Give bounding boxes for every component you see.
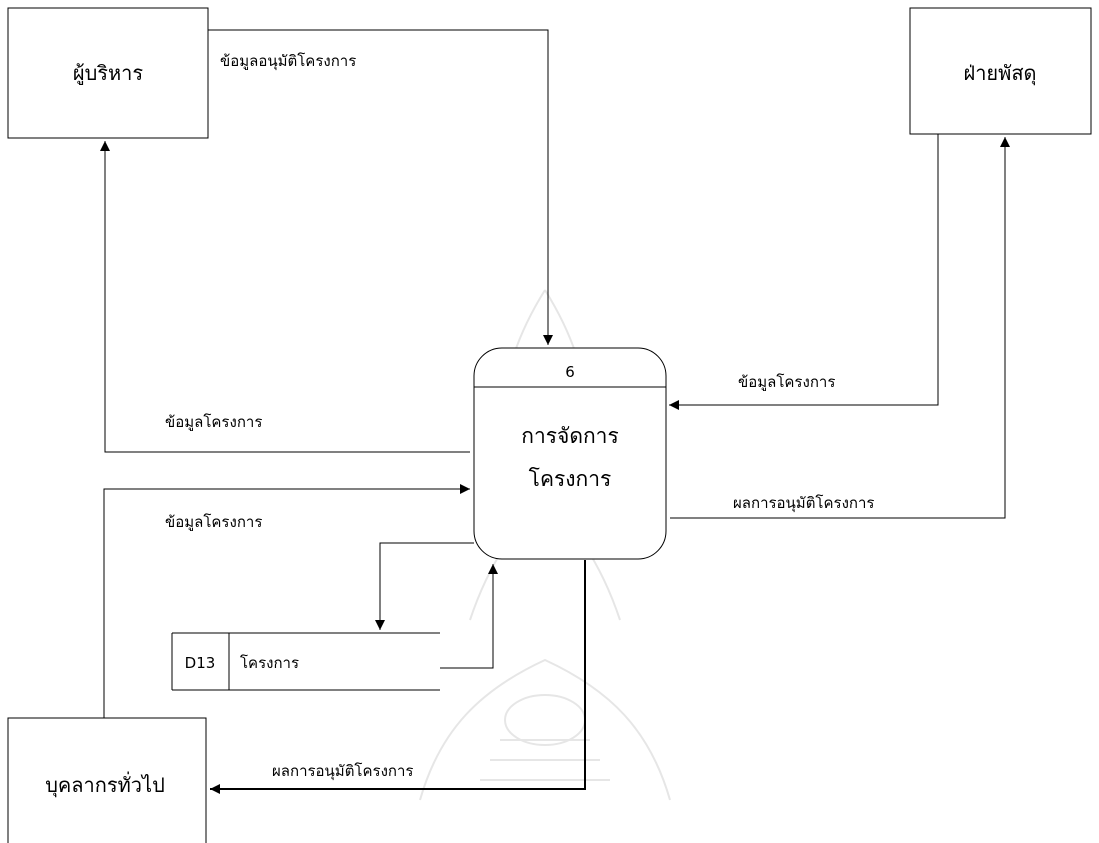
flow-process-to-staff-label: ผลการอนุมัติโครงการ xyxy=(272,762,413,781)
flow-exec-to-process: ข้อมูลอนุมัติโครงการ xyxy=(208,29,553,345)
flow-supplies-to-process-label: ข้อมูลโครงการ xyxy=(738,373,835,391)
flow-process-to-supplies: ผลการอนุมัติโครงการ xyxy=(670,137,1010,519)
flow-staff-to-process: ข้อมูลโครงการ xyxy=(103,484,470,718)
entity-general-staff-label: บุคลากรทั่วไป xyxy=(45,771,165,798)
entity-executives: ผู้บริหาร xyxy=(7,7,209,139)
entity-general-staff: บุคลากรทั่วไป xyxy=(7,717,207,843)
process-name-line1: การจัดการ xyxy=(521,424,619,448)
process-number: 6 xyxy=(565,363,575,381)
flow-process-to-datastore xyxy=(375,542,474,630)
flow-supplies-to-process: ข้อมูลโครงการ xyxy=(669,134,939,410)
flow-process-to-supplies-label: ผลการอนุมัติโครงการ xyxy=(733,494,874,513)
flow-exec-to-process-label: ข้อมูลอนุมัติโครงการ xyxy=(220,52,356,71)
datastore-id: D13 xyxy=(185,654,216,672)
flow-process-to-exec: ข้อมูลโครงการ xyxy=(100,141,470,453)
datastore-d13: D13 โครงการ xyxy=(171,632,440,691)
flow-process-to-exec-label: ข้อมูลโครงการ xyxy=(165,413,262,431)
process-6: 6 การจัดการ โครงการ xyxy=(473,347,667,560)
process-name-line2: โครงการ xyxy=(529,467,612,491)
flow-staff-to-process-label: ข้อมูลโครงการ xyxy=(165,513,262,531)
flow-datastore-to-process xyxy=(440,564,498,669)
entity-executives-label: ผู้บริหาร xyxy=(73,61,144,86)
datastore-name: โครงการ xyxy=(240,654,299,672)
entity-supplies-dept-label: ฝ่ายพัสดุ xyxy=(963,61,1036,86)
flow-process-to-staff: ผลการอนุมัติโครงการ xyxy=(210,560,586,794)
entity-supplies-dept: ฝ่ายพัสดุ xyxy=(909,7,1092,135)
